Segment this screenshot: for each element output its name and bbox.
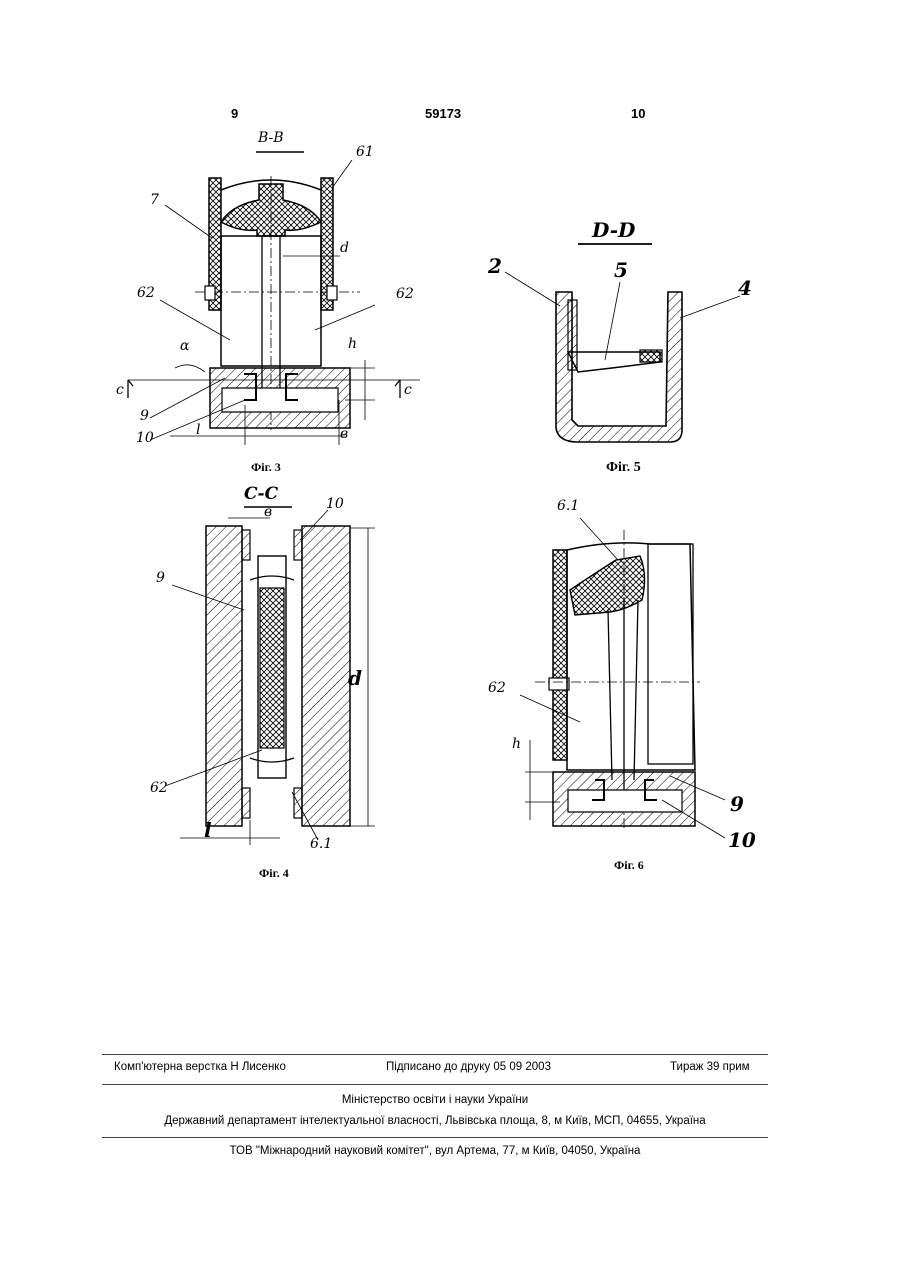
footer-rule-top bbox=[102, 1054, 768, 1055]
circulation: Тираж 39 прим bbox=[670, 1061, 750, 1073]
fig6-label-10: 10 bbox=[728, 828, 756, 852]
fig6-label-9: 9 bbox=[730, 792, 744, 816]
footer-rule-middle bbox=[102, 1084, 768, 1085]
fig6-caption: Фіг. 6 bbox=[614, 858, 644, 873]
fig6-label-h: h bbox=[512, 736, 521, 752]
signed-date: Підписано до друку 05 09 2003 bbox=[386, 1061, 551, 1073]
typesetting-credit: Комп'ютерна верстка Н Лисенко bbox=[114, 1061, 286, 1073]
fig6-label-62: 62 bbox=[488, 680, 506, 696]
department-line: Державний департамент інтелектуальної вл… bbox=[102, 1115, 768, 1127]
fig6-label-61: 6.1 bbox=[557, 498, 579, 514]
committee-line: ТОВ "Міжнародний науковий комітет", вул … bbox=[102, 1145, 768, 1157]
ministry-line: Міністерство освіти і науки України bbox=[102, 1094, 768, 1106]
footer-rule-bottom bbox=[102, 1137, 768, 1138]
